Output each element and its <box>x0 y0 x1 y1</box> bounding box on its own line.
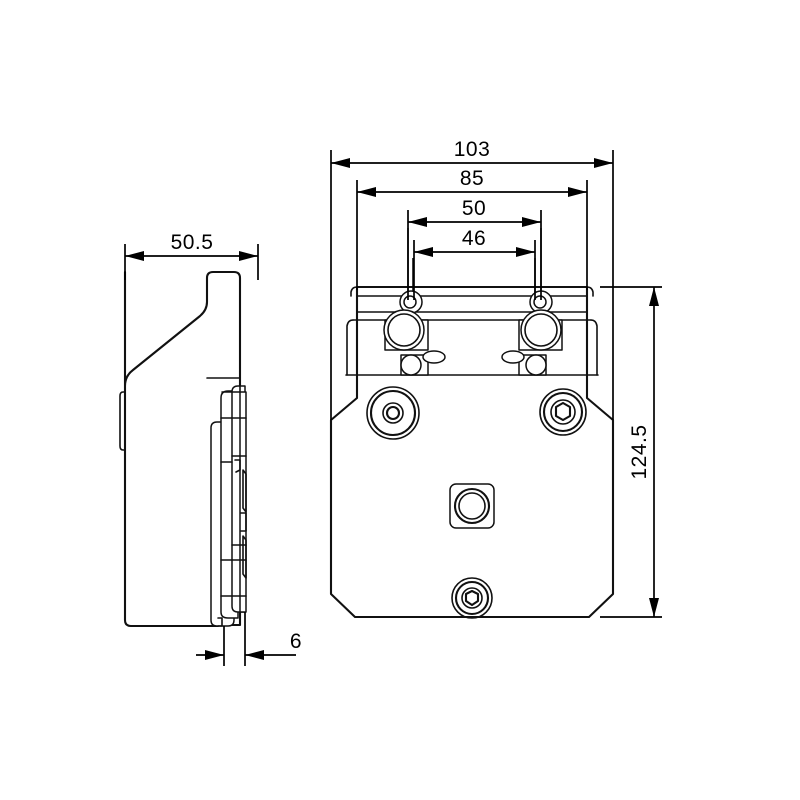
arrow-103-left <box>331 158 350 168</box>
arrow-6-left <box>205 650 224 660</box>
dim-label-85: 85 <box>460 167 484 190</box>
dim-label-1245: 124.5 <box>628 424 651 479</box>
dim-label-103: 103 <box>454 138 491 161</box>
side-sliver-upper <box>242 469 247 513</box>
front-top-right-round <box>586 286 594 297</box>
arrow-46-left <box>414 247 433 257</box>
arrow-505-right <box>239 251 258 261</box>
dimension-width-overall: 103 <box>330 138 614 420</box>
side-profile-outline <box>123 270 242 628</box>
side-internal-assembly <box>210 385 247 627</box>
front-boss-bottom-center <box>451 577 493 619</box>
front-boss-upper-right <box>539 388 587 436</box>
arrow-1245-bottom <box>649 598 659 617</box>
arrow-6-right <box>245 650 264 660</box>
dimension-height-overall: 124.5 <box>600 286 662 618</box>
hex-socket-upper-right <box>554 401 572 422</box>
side-sliver-lower <box>242 535 247 579</box>
front-tab-right <box>501 350 547 376</box>
dimension-hole-spacing-inner: 46 <box>413 227 536 300</box>
dim-label-50: 50 <box>462 197 486 220</box>
side-edge-slot <box>119 391 126 451</box>
dim-label-505: 50.5 <box>171 231 214 254</box>
side-bottom-tail <box>217 617 223 627</box>
arrow-50-left <box>408 217 427 227</box>
arrow-85-right <box>568 187 587 197</box>
arrow-50-right <box>522 217 541 227</box>
dimensions-group: 103 85 50 46 <box>124 138 662 666</box>
side-notch-upper <box>234 459 241 473</box>
dim-label-6: 6 <box>290 630 302 653</box>
arrow-505-left <box>125 251 144 261</box>
hex-socket-bottom-center <box>464 589 480 607</box>
front-subpanel-right-edge <box>590 319 598 376</box>
dimension-thickness-flange: 6 <box>196 612 302 666</box>
front-large-bore-right <box>518 309 563 351</box>
arrow-1245-top <box>649 287 659 306</box>
front-large-bore-left <box>383 309 429 351</box>
side-notch-middle <box>240 512 247 532</box>
side-view-group <box>119 270 247 628</box>
arrow-46-right <box>516 247 535 257</box>
dimension-hole-spacing-outer: 50 <box>407 197 542 300</box>
arrow-85-left <box>357 187 376 197</box>
arrow-103-right <box>594 158 613 168</box>
dimension-depth-side: 50.5 <box>124 231 259 280</box>
side-top-flange <box>221 385 241 393</box>
dim-label-46: 46 <box>462 227 486 250</box>
front-tab-left <box>400 350 446 376</box>
front-body-outline <box>329 285 615 619</box>
front-top-left-round <box>350 286 358 297</box>
front-boss-upper-left <box>366 386 420 440</box>
front-square-boss-center <box>449 483 495 529</box>
front-small-hole-left <box>399 290 423 314</box>
front-subpanel-left-edge <box>346 319 354 376</box>
dimension-width-mounting: 85 <box>356 167 588 290</box>
